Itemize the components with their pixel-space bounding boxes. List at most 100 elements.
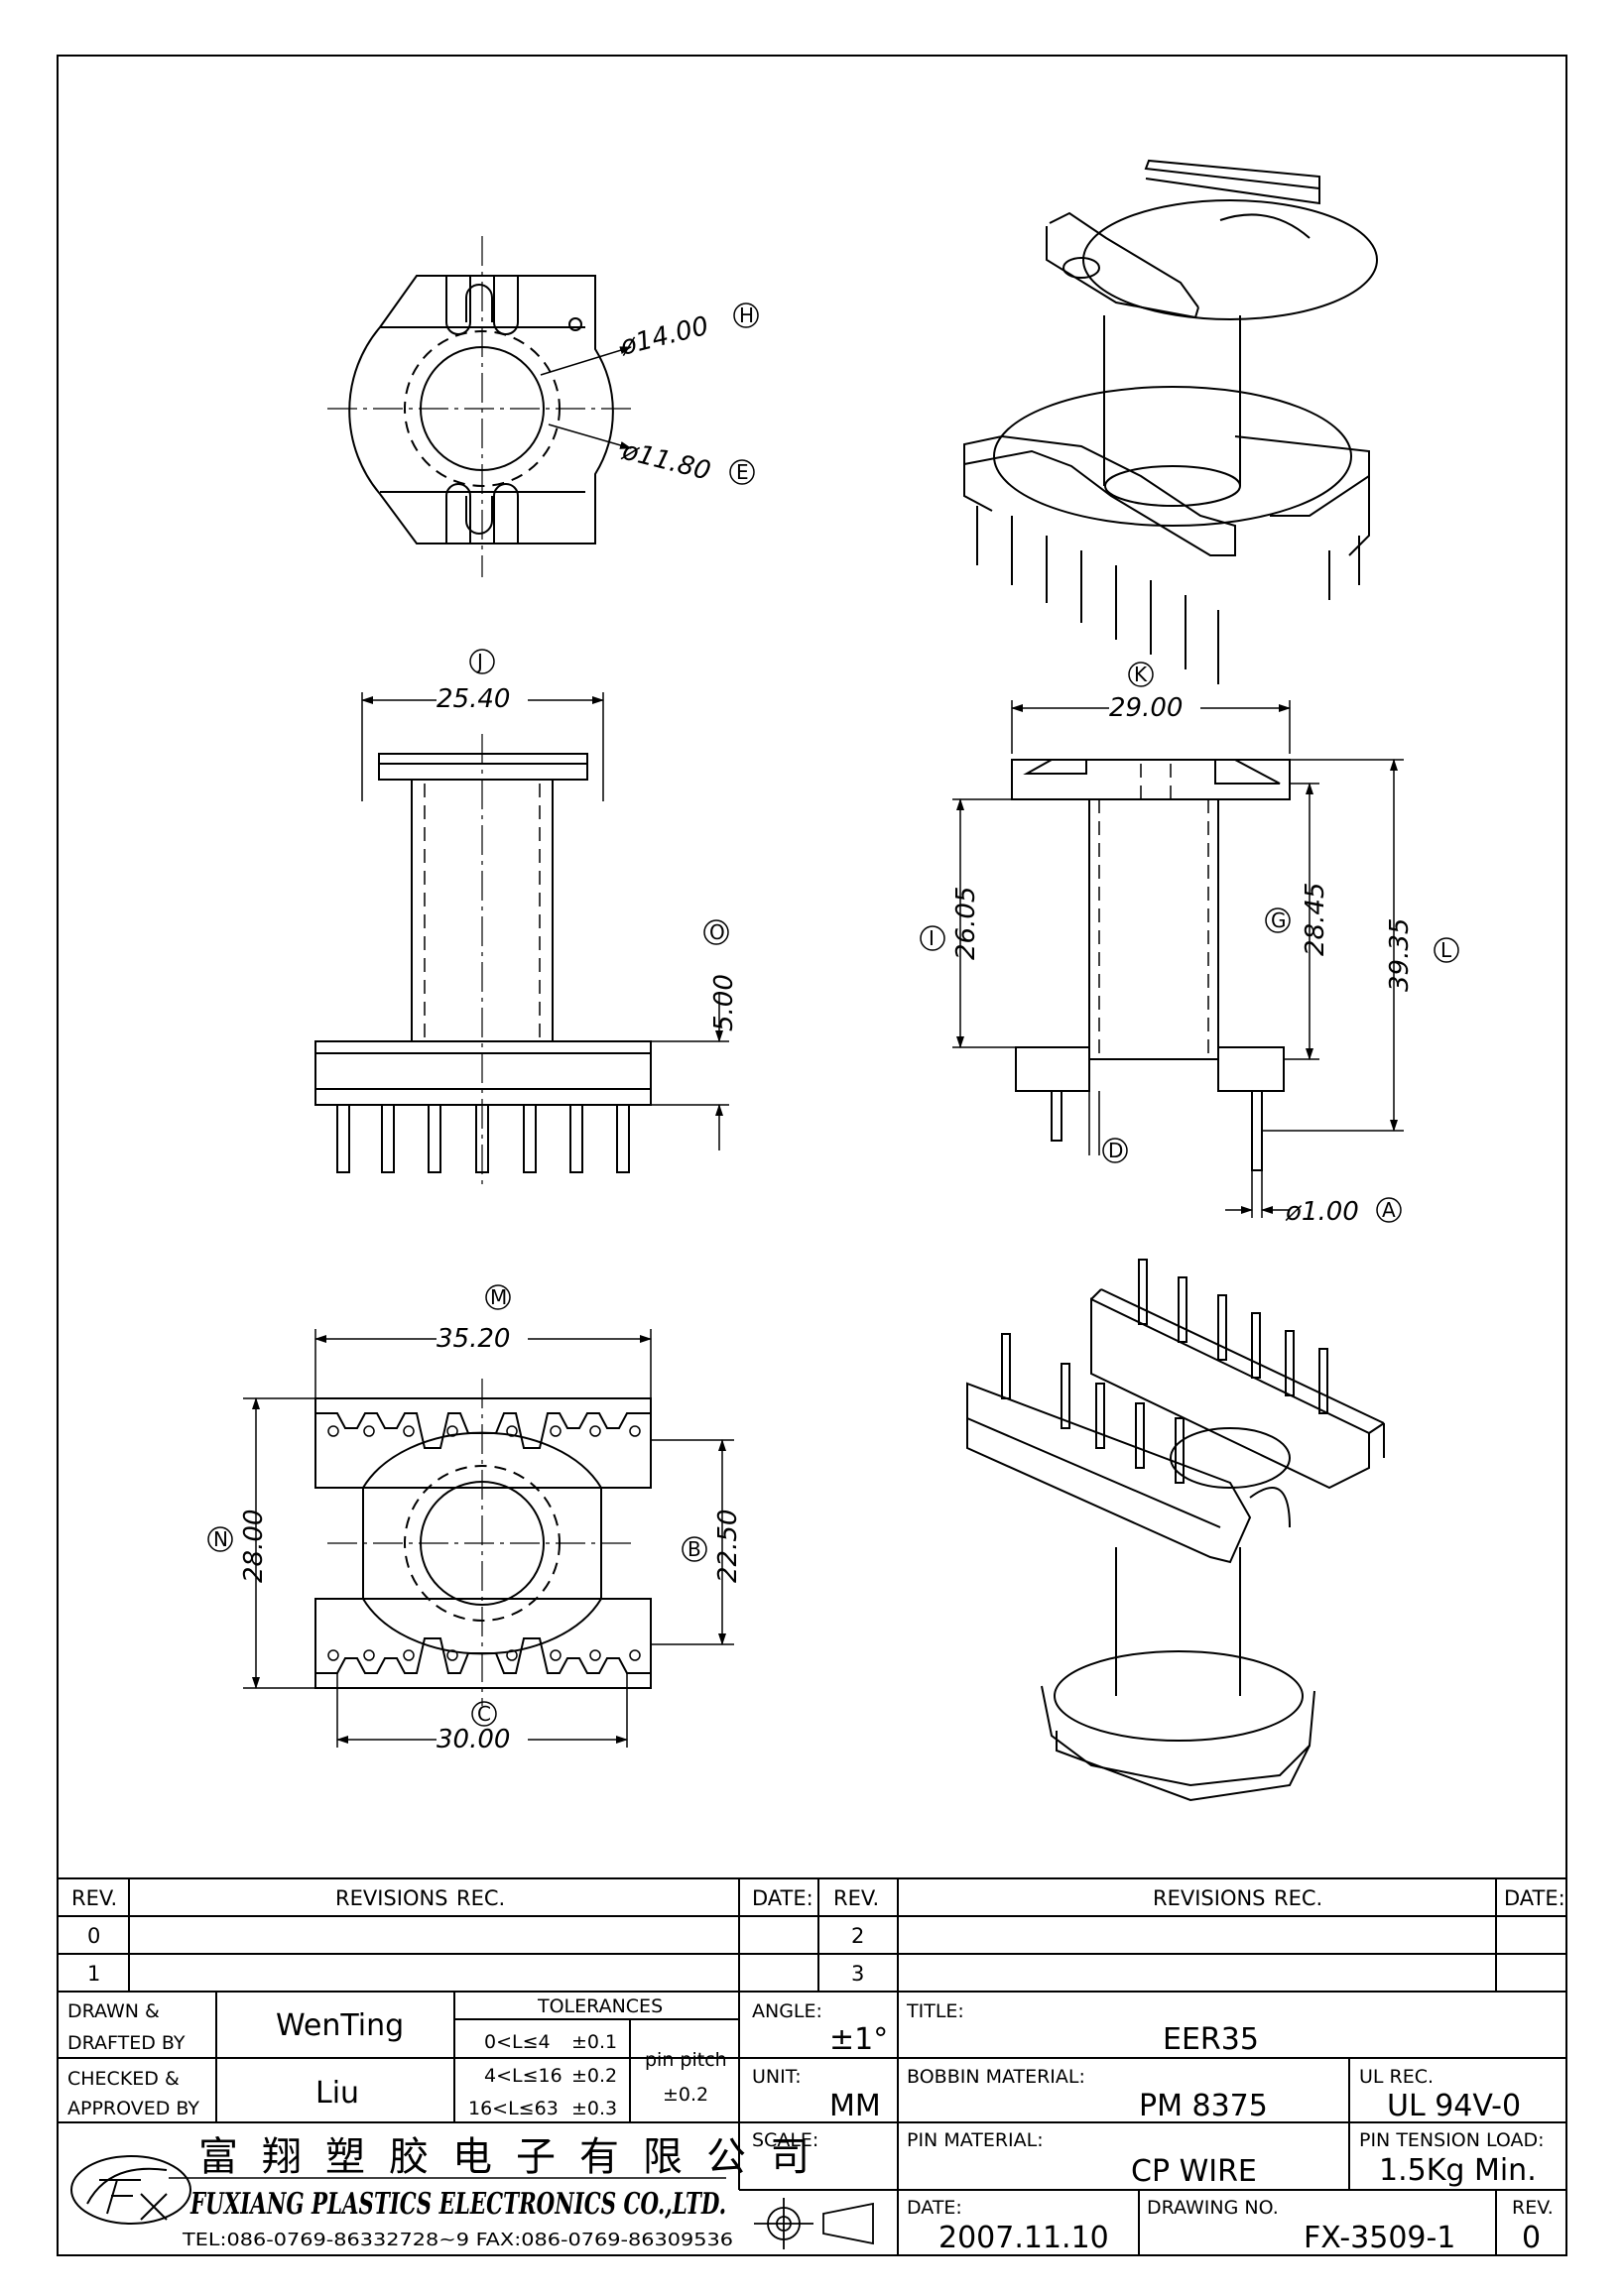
dim-d-letter: D bbox=[1108, 1139, 1123, 1162]
rev-row-2: 2 bbox=[851, 1924, 864, 1948]
dim-g-letter: G bbox=[1271, 908, 1287, 932]
pin-pitch-label: pin pitch bbox=[645, 2049, 727, 2071]
drawn-by-value: WenTing bbox=[276, 2008, 404, 2043]
dim-a-letter: A bbox=[1382, 1198, 1396, 1222]
tolerance-value-1: ±0.1 bbox=[571, 2031, 617, 2053]
top-view-leaders bbox=[540, 346, 632, 449]
checked-label-line1: CHECKED & bbox=[67, 2068, 180, 2090]
isometric-view-bottom-pins bbox=[1001, 1259, 1328, 1484]
dim-n-value: 28.00 bbox=[239, 1510, 269, 1583]
top-view-flange bbox=[348, 275, 614, 544]
top-view-centerlines bbox=[327, 236, 635, 577]
dim-l-letter: L bbox=[1440, 938, 1452, 962]
dim-m-letter: M bbox=[490, 1285, 507, 1309]
rev-header-left: REV. bbox=[71, 1886, 117, 1910]
dim-a-value: ø1.00 bbox=[1285, 1197, 1359, 1227]
dim-c-value: 30.00 bbox=[437, 1725, 510, 1754]
rev-header-right: REV. bbox=[833, 1886, 879, 1910]
tolerance-value-2: ±0.2 bbox=[571, 2065, 617, 2087]
company-logo bbox=[70, 2155, 191, 2225]
angle-value: ±1° bbox=[829, 2022, 888, 2057]
side-view-dim-lines bbox=[952, 700, 1404, 1218]
front-view-hidden bbox=[424, 784, 541, 1041]
rec-header-left: REC. bbox=[456, 1886, 505, 1910]
pin-pitch-tolerance: ±0.2 bbox=[663, 2084, 708, 2106]
tolerance-range-1: 0<L≤4 bbox=[484, 2031, 551, 2053]
date-label: DATE: bbox=[907, 2197, 962, 2219]
dim-h-letter: H bbox=[739, 303, 754, 327]
side-view bbox=[1011, 759, 1291, 1171]
scale-label: SCALE: bbox=[752, 2129, 818, 2151]
rev-row-3: 3 bbox=[851, 1962, 864, 1986]
dim-o-letter: O bbox=[709, 920, 725, 944]
ul-rec-label: UL REC. bbox=[1359, 2066, 1434, 2088]
dim-e-value: ø11.80 bbox=[618, 435, 713, 486]
pin-material-value: CP WIRE bbox=[1131, 2154, 1257, 2189]
drawing-no-label: DRAWING NO. bbox=[1147, 2197, 1279, 2219]
tolerance-value-3: ±0.3 bbox=[571, 2098, 617, 2119]
company-contact: TEL:086-0769-86332728~9 FAX:086-0769-863… bbox=[182, 2230, 733, 2250]
isometric-view-top-pins bbox=[976, 506, 1360, 684]
dim-h-value: ø14.00 bbox=[616, 311, 711, 362]
bobbin-material-label: BOBBIN MATERIAL: bbox=[907, 2066, 1085, 2088]
projection-symbol bbox=[754, 2198, 874, 2249]
tolerance-range-3: 16<L≤63 bbox=[468, 2098, 559, 2119]
dim-n-letter: N bbox=[213, 1527, 228, 1551]
title-value: EER35 bbox=[1163, 2022, 1259, 2057]
tolerance-range-2: 4<L≤16 bbox=[484, 2065, 562, 2087]
drawing-no-value: FX-3509-1 bbox=[1304, 2221, 1455, 2255]
dim-k-letter: K bbox=[1134, 663, 1148, 686]
dim-o-value: 5.00 bbox=[709, 974, 739, 1031]
bottom-view-centerlines bbox=[327, 1379, 635, 1706]
drawn-label-line2: DRAFTED BY bbox=[67, 2032, 186, 2054]
dim-i-letter: I bbox=[929, 926, 935, 950]
dim-m-value: 35.20 bbox=[437, 1324, 510, 1354]
rev-row-1: 1 bbox=[87, 1962, 100, 1986]
front-view-dim-lines bbox=[361, 692, 729, 1150]
side-view-hidden bbox=[1098, 764, 1209, 1059]
dim-i-value: 26.05 bbox=[951, 887, 981, 960]
drawn-label-line1: DRAWN & bbox=[67, 2000, 160, 2022]
bottom-view-pin-holes bbox=[327, 1425, 641, 1661]
title-label: TITLE: bbox=[906, 2000, 964, 2022]
pin-tension-value: 1.5Kg Min. bbox=[1379, 2153, 1537, 2188]
rev-row-0: 0 bbox=[87, 1924, 100, 1948]
checked-by-value: Liu bbox=[315, 2076, 359, 2111]
bobbin-material-value: PM 8375 bbox=[1139, 2089, 1268, 2123]
bottom-view-dim-lines bbox=[243, 1329, 734, 1748]
company-name-cn: 富翔塑胶电子有限公司 bbox=[198, 2134, 833, 2180]
unit-label: UNIT: bbox=[752, 2066, 802, 2088]
checked-label-line2: APPROVED BY bbox=[67, 2098, 199, 2119]
dim-c-letter: C bbox=[477, 1702, 491, 1726]
rec-header-right: REC. bbox=[1274, 1886, 1322, 1910]
isometric-view-top bbox=[963, 159, 1378, 556]
unit-value: MM bbox=[829, 2089, 881, 2123]
dim-j-letter: J bbox=[475, 650, 483, 673]
isometric-view-bottom bbox=[966, 1288, 1385, 1802]
sheet-border bbox=[57, 55, 1567, 2256]
date-header-right: DATE: bbox=[1504, 1886, 1565, 1910]
dim-k-value: 29.00 bbox=[1109, 693, 1183, 723]
dim-b-letter: B bbox=[687, 1537, 701, 1561]
angle-label: ANGLE: bbox=[752, 2000, 822, 2022]
pin-material-label: PIN MATERIAL: bbox=[907, 2129, 1044, 2151]
front-view-pins bbox=[336, 1105, 630, 1173]
tolerances-title: TOLERANCES bbox=[537, 1995, 663, 2017]
front-view bbox=[314, 753, 652, 1106]
dim-l-value: 39.35 bbox=[1385, 918, 1415, 992]
pin-tension-label: PIN TENSION LOAD: bbox=[1359, 2129, 1545, 2151]
dim-b-value: 22.50 bbox=[713, 1510, 743, 1583]
dim-g-value: 28.45 bbox=[1301, 883, 1330, 956]
dim-j-value: 25.40 bbox=[437, 684, 510, 714]
rev-value: 0 bbox=[1522, 2221, 1541, 2255]
title-block-grid bbox=[58, 1877, 1566, 2255]
revisions-header-right: REVISIONS bbox=[1153, 1886, 1266, 1910]
company-name-en: FUXIANG PLASTICS ELECTRONICS CO.,LTD. bbox=[189, 2187, 726, 2222]
date-value: 2007.11.10 bbox=[938, 2221, 1109, 2255]
date-header-left: DATE: bbox=[752, 1886, 813, 1910]
dim-e-letter: E bbox=[736, 460, 749, 484]
rev-label: REV. bbox=[1512, 2197, 1554, 2219]
revisions-header-left: REVISIONS bbox=[335, 1886, 448, 1910]
ul-rec-value: UL 94V-0 bbox=[1387, 2089, 1521, 2123]
